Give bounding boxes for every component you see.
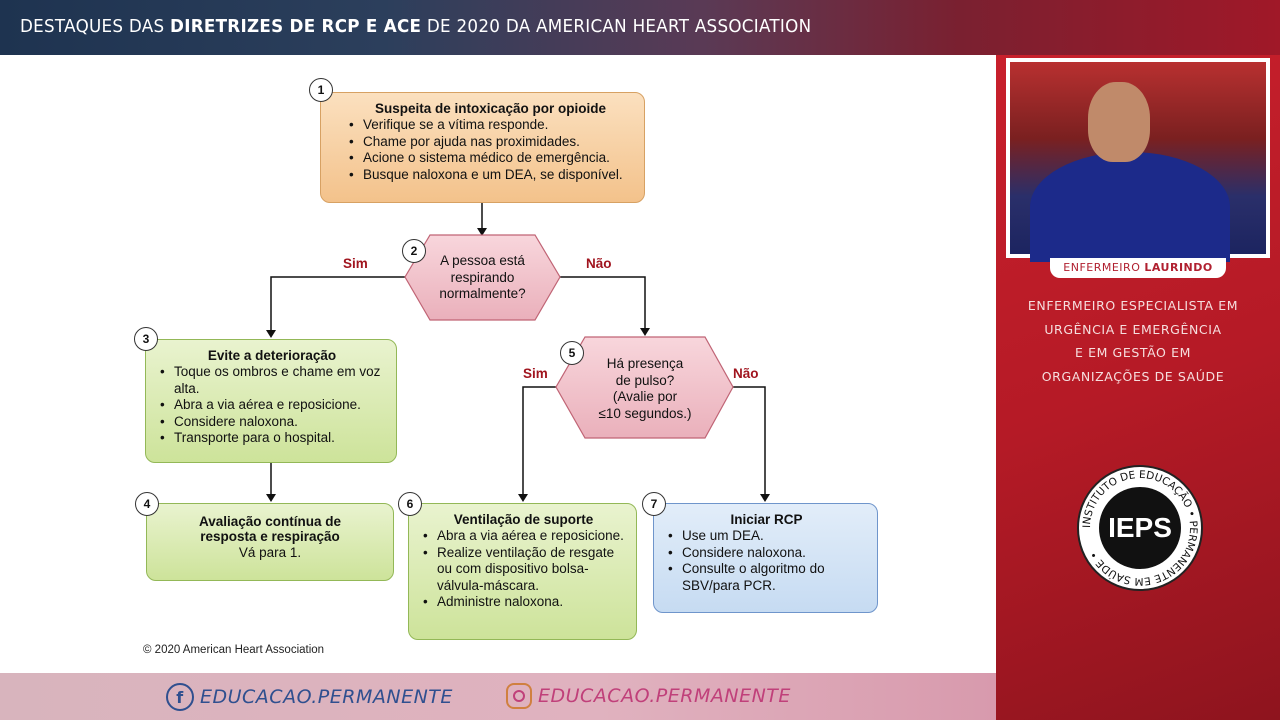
- presenter-body: [1030, 152, 1230, 262]
- arrow-5-7: [733, 386, 766, 494]
- step-3-title: Evite a deterioração: [207, 348, 337, 363]
- no-label: Não: [586, 256, 612, 271]
- ieps-logo: INSTITUTO DE EDUCAÇÃO • PERMANENTE EM SA…: [1077, 465, 1203, 591]
- step-6-box: Ventilação de suporte Abra a via aérea e…: [408, 503, 637, 640]
- copyright: © 2020 American Heart Association: [143, 644, 325, 656]
- presenter-video: [1006, 58, 1270, 262]
- list-item: Toque os ombros e chame em voz alta.: [160, 364, 384, 397]
- step-4-title: Avaliação contínua de: [198, 514, 342, 529]
- logo-text: IEPS: [1099, 487, 1181, 569]
- facebook-link[interactable]: f EDUCACAO.PERMANENTE: [166, 683, 453, 711]
- step-4-title: resposta e respiração: [200, 529, 340, 544]
- step-1-title: Suspeita de intoxicação por opioide: [374, 101, 607, 116]
- facebook-handle: EDUCACAO.PERMANENTE: [200, 686, 453, 708]
- list-item: Verifique se a vítima responde.: [349, 117, 632, 134]
- list-item: Acione o sistema médico de emergência.: [349, 150, 632, 167]
- step-number: 7: [642, 492, 666, 516]
- list-item: Realize ventilação de resgate ou com dis…: [423, 545, 624, 595]
- arrow-2-5: [560, 276, 646, 328]
- presenter-head: [1088, 82, 1150, 162]
- list-item: Abra a via aérea e reposicione.: [160, 397, 384, 414]
- step-number: 5: [560, 341, 584, 365]
- list-item: Chame por ajuda nas proximidades.: [349, 134, 632, 151]
- flowchart-connectors: [266, 203, 770, 502]
- instagram-handle: EDUCACAO.PERMANENTE: [538, 685, 791, 707]
- list-item: Transporte para o hospital.: [160, 430, 384, 447]
- list-item: Use um DEA.: [668, 528, 865, 545]
- step-4-text: Vá para 1.: [238, 545, 302, 560]
- instagram-icon: [506, 683, 532, 709]
- list-item: Consulte o algoritmo do SBV/para PCR.: [668, 561, 865, 594]
- list-item: Considere naloxona.: [160, 414, 384, 431]
- step-number: 1: [309, 78, 333, 102]
- arrow-2-3: [270, 276, 405, 330]
- facebook-icon: f: [166, 683, 194, 711]
- step-number: 2: [402, 239, 426, 263]
- decision-pulse-shape: [555, 336, 734, 439]
- step-3-box: Evite a deterioração Toque os ombros e c…: [145, 339, 397, 463]
- presenter-name: ENFERMEIRO LAURINDO: [1050, 258, 1226, 278]
- step-1-box: Suspeita de intoxicação por opioide Veri…: [320, 92, 645, 203]
- list-item: Administre naloxona.: [423, 594, 624, 611]
- list-item: Busque naloxona e um DEA, se disponível.: [349, 167, 632, 184]
- list-item: Abra a via aérea e reposicione.: [423, 528, 624, 545]
- step-number: 6: [398, 492, 422, 516]
- no-label: Não: [733, 366, 759, 381]
- step-6-title: Ventilação de suporte: [453, 512, 594, 527]
- yes-label: Sim: [343, 256, 368, 271]
- instagram-link[interactable]: EDUCACAO.PERMANENTE: [506, 683, 791, 709]
- header: DESTAQUES DAS DIRETRIZES DE RCP E ACE DE…: [0, 0, 1280, 55]
- social-footer: f EDUCACAO.PERMANENTE EDUCACAO.PERMANENT…: [0, 673, 996, 720]
- step-7-title: Iniciar RCP: [730, 512, 803, 527]
- step-number: 3: [134, 327, 158, 351]
- decision-breathing-shape: [404, 234, 561, 321]
- step-number: 4: [135, 492, 159, 516]
- page-title: DESTAQUES DAS DIRETRIZES DE RCP E ACE DE…: [20, 16, 812, 37]
- step-7-box: Iniciar RCP Use um DEA.Considere naloxon…: [653, 503, 878, 613]
- list-item: Considere naloxona.: [668, 545, 865, 562]
- yes-label: Sim: [523, 366, 548, 381]
- arrow-5-6: [522, 386, 556, 494]
- step-4-box: Avaliação contínua de resposta e respira…: [146, 503, 394, 581]
